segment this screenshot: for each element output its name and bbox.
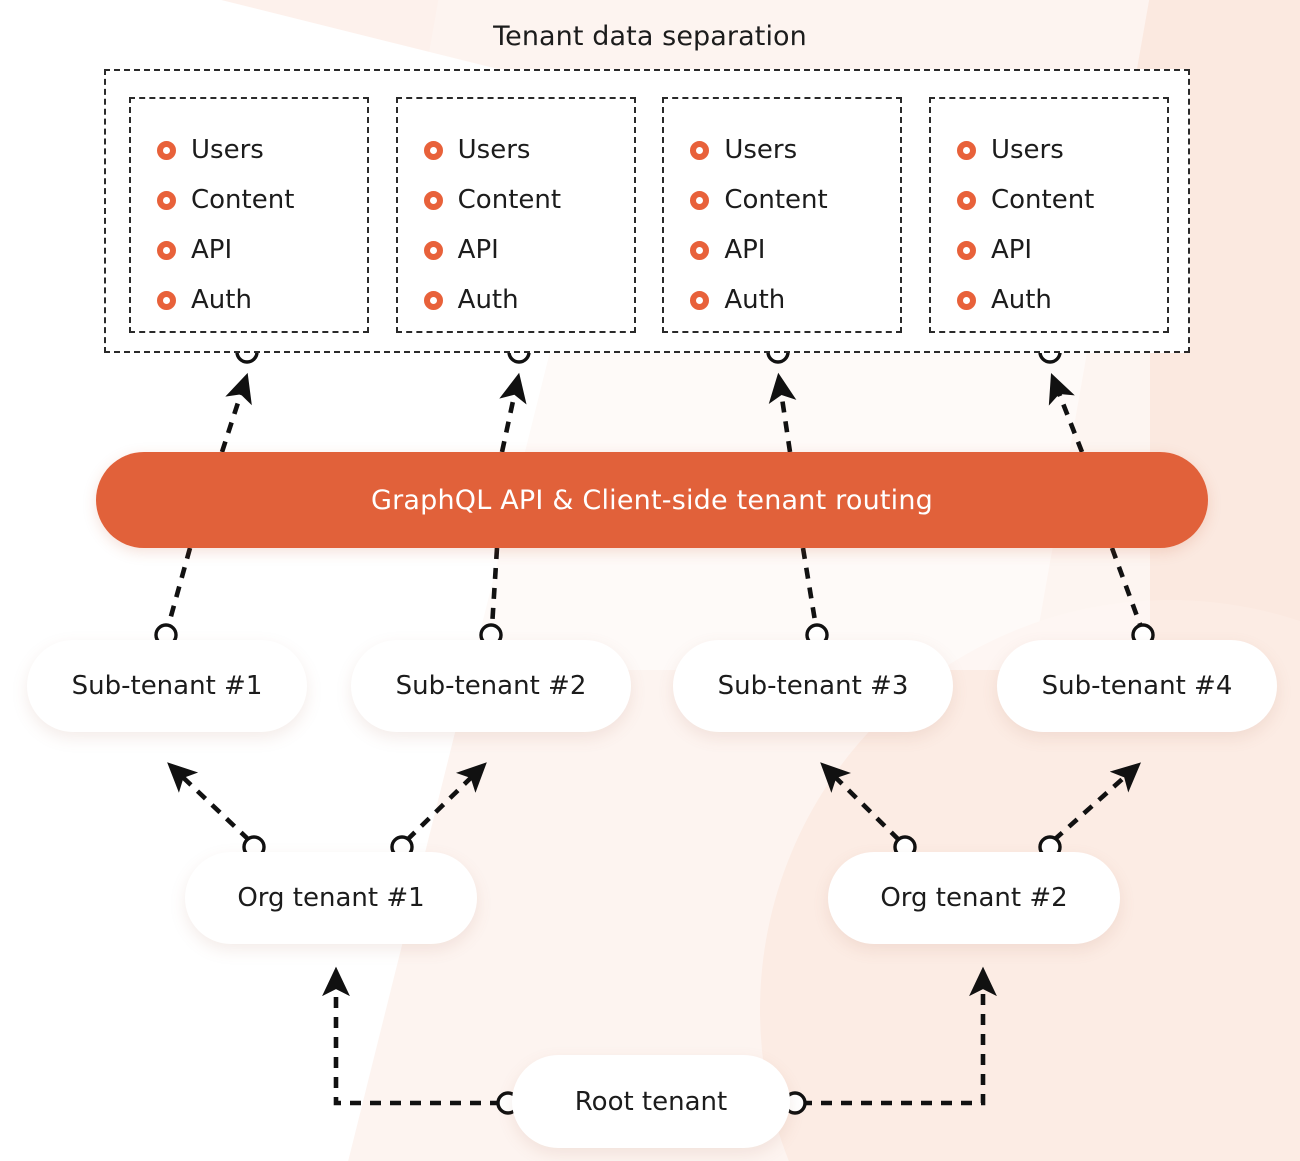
edge-bar-to-sub-tenant-4 [1109, 547, 1144, 628]
tenant-box-1: Users Content API Auth [129, 97, 369, 333]
tenant-2-item-auth: Auth [423, 275, 634, 325]
edge-bar-to-sub-tenant-2 [489, 547, 500, 628]
tenant-4-item-users: Users [956, 125, 1167, 175]
ring-bullet-icon [956, 140, 976, 160]
tenant-4-item-content: Content [956, 175, 1167, 225]
tenant-1-item-auth: Auth [157, 275, 367, 325]
ring-bullet-icon [956, 190, 976, 210]
ring-bullet-icon [423, 290, 443, 310]
edge-org1-to-sub-tenant-1 [167, 762, 251, 842]
tenant-box-2: Users Content API Auth [395, 97, 636, 333]
tenant-box-row: Users Content API Auth Users [129, 97, 1169, 333]
node-label: Org tenant #2 [880, 883, 1068, 913]
ring-bullet-icon [157, 290, 176, 310]
node-label: Sub-tenant #4 [1041, 671, 1233, 701]
ring-bullet-icon [423, 140, 443, 160]
ring-bullet-icon [956, 240, 976, 260]
graphql-api-bar-label: GraphQL API & Client-side tenant routing [370, 484, 934, 516]
tenant-4-item-auth: Auth [956, 275, 1167, 325]
tenant-4-item-api: API [956, 225, 1167, 275]
tenant-3-item-content: Content [690, 175, 900, 225]
edges-org-to-sub-tenants [167, 762, 1142, 842]
node-org-tenant-2[interactable]: Org tenant #2 [828, 852, 1120, 944]
ring-bullet-icon [956, 290, 976, 310]
node-label: Sub-tenant #1 [71, 671, 263, 701]
ring-bullet-icon [423, 190, 443, 210]
ring-bullet-icon [157, 240, 176, 260]
graphql-api-bar[interactable]: GraphQL API & Client-side tenant routing [96, 452, 1208, 548]
tenant-2-item-content: Content [423, 175, 634, 225]
node-org-tenant-1[interactable]: Org tenant #1 [185, 852, 477, 944]
node-sub-tenant-2[interactable]: Sub-tenant #2 [351, 640, 631, 732]
tenant-2-item-api: API [423, 225, 634, 275]
tenant-1-item-api: API [157, 225, 367, 275]
edge-org2-to-sub-tenant-3 [820, 762, 901, 842]
ring-bullet-icon [690, 140, 710, 160]
tenant-3-item-auth: Auth [690, 275, 900, 325]
node-label: Sub-tenant #2 [395, 671, 587, 701]
tenant-box-4: Users Content API Auth [928, 97, 1169, 333]
tenant-data-separation-container: Users Content API Auth Users [104, 69, 1190, 353]
tenant-3-item-api: API [690, 225, 900, 275]
ring-bullet-icon [690, 240, 710, 260]
edge-root-to-org-tenant-2 [801, 966, 997, 1106]
node-label: Root tenant [574, 1086, 728, 1117]
edges-bar-to-sub-tenants [165, 547, 1144, 628]
tenant-2-item-users: Users [423, 125, 634, 175]
ring-bullet-icon [690, 190, 710, 210]
edge-bar-to-sub-tenant-1 [165, 547, 193, 628]
edge-bar-to-tenant-box-3 [768, 372, 797, 453]
edge-org2-to-sub-tenant-4 [1052, 762, 1142, 842]
ring-bullet-icon [423, 240, 443, 260]
edge-bar-to-tenant-box-4 [1048, 373, 1085, 453]
node-label: Sub-tenant #3 [717, 671, 909, 701]
tenant-3-item-users: Users [690, 125, 900, 175]
node-label: Org tenant #1 [237, 883, 425, 913]
tenant-box-3: Users Content API Auth [662, 97, 903, 333]
node-sub-tenant-4[interactable]: Sub-tenant #4 [997, 640, 1277, 732]
tenant-1-item-users: Users [157, 125, 367, 175]
edge-bar-to-tenant-box-2 [499, 372, 527, 453]
node-sub-tenant-1[interactable]: Sub-tenant #1 [27, 640, 307, 732]
edge-bar-to-sub-tenant-3 [800, 547, 819, 628]
edge-root-to-org-tenant-1 [322, 966, 501, 1106]
tenant-1-item-content: Content [157, 175, 367, 225]
edges-bar-to-tenant-boxes [219, 372, 1085, 453]
ring-bullet-icon [157, 140, 176, 160]
edge-org1-to-sub-tenant-2 [405, 762, 487, 842]
ring-bullet-icon [157, 190, 176, 210]
node-root-tenant[interactable]: Root tenant [512, 1055, 790, 1148]
page-title: Tenant data separation [493, 21, 807, 52]
ring-bullet-icon [690, 290, 710, 310]
node-sub-tenant-3[interactable]: Sub-tenant #3 [673, 640, 953, 732]
edge-bar-to-tenant-box-1 [219, 372, 252, 453]
